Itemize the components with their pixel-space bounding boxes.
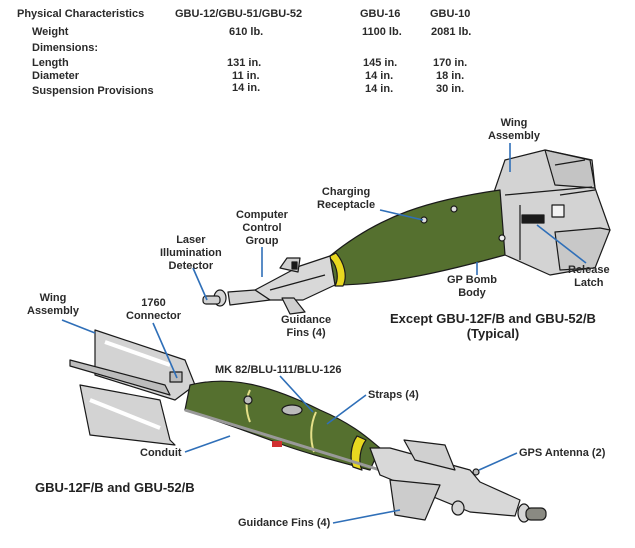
spec-row-label: Length bbox=[32, 57, 69, 69]
top-wing-assembly bbox=[492, 149, 611, 276]
label-mk82: MK 82/BLU-111/BLU-126 bbox=[215, 364, 342, 376]
label-line: Wing bbox=[500, 117, 528, 129]
leader-wing-bottom bbox=[61, 319, 96, 334]
spec-cell: 145 in. bbox=[363, 57, 398, 69]
leader-1760 bbox=[152, 322, 178, 379]
bottom-guidance-section bbox=[369, 439, 547, 523]
bottom-wing-assembly bbox=[69, 329, 196, 446]
leader-lid bbox=[192, 267, 208, 301]
top-guidance-section bbox=[202, 255, 336, 315]
label-top-guidance-fins: Guidance Fins (4) bbox=[281, 314, 331, 340]
spec-col-gbu12: GBU-12/GBU-51/GBU-52 bbox=[175, 8, 303, 20]
spec-col-gbu16: GBU-16 bbox=[360, 8, 401, 20]
spec-cell: 2081 lb. bbox=[431, 26, 472, 38]
label-line: Connector bbox=[126, 310, 181, 322]
label-1760-connector: 1760 Connector bbox=[126, 297, 181, 323]
label-line: Wing bbox=[39, 292, 67, 304]
spec-cell: 14 in. bbox=[365, 70, 394, 82]
spec-cell: 610 lb. bbox=[229, 26, 264, 38]
leader-conduit bbox=[184, 435, 231, 453]
spec-cell: 30 in. bbox=[436, 83, 465, 95]
conduit bbox=[184, 408, 381, 472]
spec-row-label: Suspension Provisions bbox=[32, 85, 154, 97]
label-line: Body bbox=[458, 287, 486, 299]
spec-cell: 1100 lb. bbox=[362, 26, 402, 38]
top-gp-bomb-body bbox=[329, 189, 506, 286]
label-bottom-guidance-fins: Guidance Fins (4) bbox=[238, 517, 331, 529]
release-latch-slot bbox=[521, 214, 545, 224]
label-gp-bomb-body: GP Bomb Body bbox=[447, 274, 497, 300]
caption-line: Except GBU-12F/B and GBU-52/B bbox=[390, 311, 596, 326]
leader-straps bbox=[326, 394, 367, 425]
caption-bottom-bomb: GBU-12F/B and GBU-52/B bbox=[35, 480, 195, 495]
leader-release-latch bbox=[536, 224, 587, 264]
leader-fins-bottom bbox=[332, 509, 401, 524]
leader-lines bbox=[61, 143, 587, 524]
label-line: Guidance bbox=[281, 314, 332, 326]
label-line: Assembly bbox=[488, 130, 540, 142]
label-bottom-wing-assembly: Wing Assembly bbox=[27, 292, 79, 318]
caption-top-bomb: Except GBU-12F/B and GBU-52/B (Typical) bbox=[390, 311, 596, 341]
label-line: Fins (4) bbox=[286, 327, 326, 339]
label-line: Group bbox=[245, 235, 279, 247]
label-line: Release bbox=[568, 264, 610, 276]
spec-row-label: Diameter bbox=[32, 70, 80, 82]
spec-row-label: Weight bbox=[32, 26, 69, 38]
label-charging-receptacle: Charging Receptacle bbox=[317, 186, 375, 212]
label-line: Receptacle bbox=[317, 199, 376, 211]
label-line: GP Bomb bbox=[447, 274, 497, 286]
top-bomb bbox=[202, 149, 611, 315]
spec-cell: 11 in. bbox=[232, 70, 260, 82]
spec-cell: 14 in. bbox=[232, 82, 261, 94]
label-line: Charging bbox=[321, 186, 371, 198]
label-line: 1760 bbox=[141, 297, 166, 309]
label-gps-antenna: GPS Antenna (2) bbox=[519, 447, 606, 459]
label-line: Computer bbox=[236, 209, 288, 221]
bottom-bomb-body bbox=[184, 380, 381, 471]
spec-header: Physical Characteristics bbox=[17, 8, 145, 20]
spec-cell: 131 in. bbox=[227, 57, 262, 69]
leader-mk82 bbox=[279, 375, 314, 413]
label-line: Illumination bbox=[160, 247, 222, 259]
caption-line: (Typical) bbox=[466, 326, 520, 341]
label-line: Control bbox=[242, 222, 282, 234]
leader-charging bbox=[379, 209, 424, 221]
leader-gps bbox=[478, 452, 518, 471]
label-computer-control-group: Computer Control Group bbox=[236, 209, 288, 248]
label-line: Assembly bbox=[27, 305, 79, 317]
spec-cell: 18 in. bbox=[436, 70, 465, 82]
spec-cell: 170 in. bbox=[433, 57, 468, 69]
label-line: Laser bbox=[176, 234, 206, 246]
label-conduit: Conduit bbox=[140, 447, 182, 459]
label-top-wing-assembly: Wing Assembly bbox=[488, 117, 540, 143]
spec-col-gbu10: GBU-10 bbox=[430, 8, 471, 20]
spec-cell: 14 in. bbox=[365, 83, 394, 95]
label-straps: Straps (4) bbox=[368, 389, 419, 401]
label-line: Detector bbox=[168, 260, 214, 272]
label-line: Latch bbox=[574, 277, 604, 289]
top-yellow-band bbox=[327, 252, 346, 287]
label-release-latch: Release Latch bbox=[568, 264, 610, 290]
spec-row-label: Dimensions: bbox=[32, 42, 99, 54]
bottom-bomb bbox=[69, 329, 547, 523]
label-laser-illumination-detector: Laser Illumination Detector bbox=[160, 234, 222, 273]
